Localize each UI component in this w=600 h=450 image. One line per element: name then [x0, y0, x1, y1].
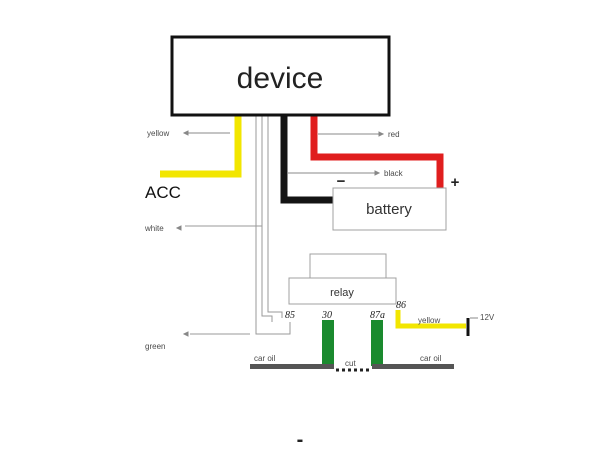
pin-87a: 87a	[370, 310, 385, 321]
yellow-acc-wire	[160, 116, 242, 178]
green-wire	[190, 228, 291, 335]
device-box	[170, 35, 391, 117]
cut-label: cut	[345, 359, 356, 368]
label-12v: 12V	[480, 313, 495, 322]
battery-plus: +	[451, 174, 460, 191]
pin-30: 30	[321, 310, 332, 321]
footer-dash: -	[297, 429, 304, 450]
label-yellow-12v: yellow	[418, 316, 440, 325]
pin-86: 86	[396, 300, 406, 311]
arrow-white	[175, 225, 182, 231]
red-wire	[310, 116, 444, 190]
label-green: green	[145, 342, 165, 351]
arrow-yellow	[182, 130, 230, 136]
green-contact-87a	[371, 320, 383, 366]
car-oil-right-label: car oil	[420, 354, 442, 363]
arrow-green	[182, 331, 189, 337]
yellow-12v-wire	[395, 310, 466, 329]
label-yellow: yellow	[147, 129, 169, 138]
green-contact-30	[322, 320, 334, 366]
car-oil-bar-left	[250, 364, 334, 369]
device-label: device	[237, 62, 324, 95]
label-black: black	[384, 169, 404, 178]
label-red: red	[388, 130, 400, 139]
relay-box	[288, 277, 397, 305]
pin-85: 85	[285, 310, 295, 321]
car-oil-bar-right	[372, 364, 454, 369]
relay-top-box	[309, 253, 387, 279]
car-oil-left-label: car oil	[254, 354, 276, 363]
battery-box	[332, 187, 447, 231]
label-white: white	[144, 224, 164, 233]
acc-label: ACC	[145, 183, 181, 202]
arrow-black	[288, 170, 381, 176]
battery-label: battery	[366, 201, 412, 218]
black-wire	[280, 116, 336, 204]
arrow-red	[318, 131, 385, 137]
relay-label: relay	[330, 287, 354, 299]
white-wire	[185, 116, 283, 322]
battery-minus: −	[337, 173, 346, 190]
